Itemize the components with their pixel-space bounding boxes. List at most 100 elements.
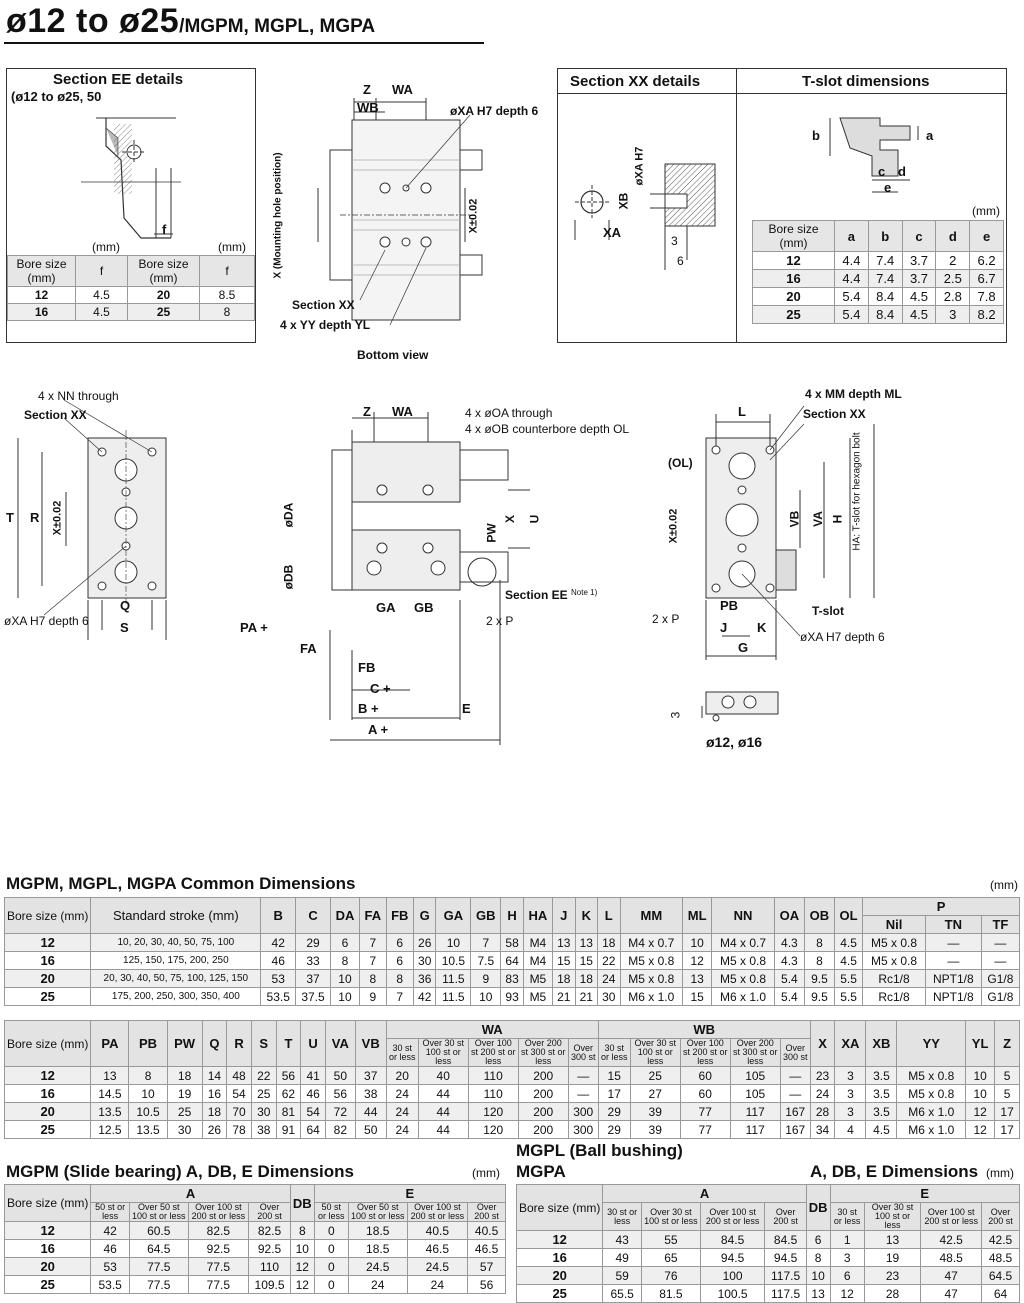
lv-r: R	[30, 510, 40, 525]
mv-wa: WA	[392, 404, 413, 419]
table-cell: 36	[412, 969, 437, 988]
table-cell: 18.5	[347, 1239, 408, 1258]
table-cell: 24	[385, 1120, 419, 1139]
c1-th: FA	[359, 897, 387, 934]
c1-th: L	[597, 897, 621, 934]
tslot-cell: 5.4	[834, 305, 869, 324]
table-cell: 64	[500, 951, 524, 970]
tslot-th-e: e	[969, 220, 1004, 252]
c1-th: K	[574, 897, 599, 934]
c2-th: YY	[896, 1020, 967, 1067]
table-cell: M5 x 0.8	[896, 1084, 967, 1103]
mgpm-sub: Over 50 st 100 st or less	[128, 1202, 189, 1222]
c1-th: ML	[682, 897, 713, 934]
table-cell: 8	[359, 969, 387, 988]
lv-q: Q	[120, 598, 131, 613]
table-cell: 65.5	[602, 1284, 642, 1303]
table-cell: 13	[682, 969, 713, 988]
table-cell: 10	[965, 1084, 996, 1103]
rv-h: H	[830, 514, 845, 524]
tslot-cell: 16	[752, 269, 835, 288]
table-cell: 25	[3, 1275, 92, 1294]
table-cell: 64.5	[981, 1266, 1020, 1285]
table-cell: 12	[965, 1120, 996, 1139]
table-cell: 24	[406, 1275, 469, 1294]
table-cell: 24	[385, 1102, 419, 1121]
tslot-th-bore: Bore size (mm)	[752, 220, 835, 252]
wa-sub: Over 100 st 200 st or less	[467, 1038, 519, 1067]
mgpm-sub: 50 st or less	[313, 1202, 349, 1222]
c1-th: GB	[470, 897, 502, 934]
table-cell: M6 x 1.0	[896, 1120, 967, 1139]
tslot-th-d: d	[935, 220, 971, 252]
table-cell: 10.5	[435, 951, 472, 970]
table-cell: 47	[920, 1266, 983, 1285]
wa-sub: 30 st or less	[385, 1038, 419, 1067]
table-cell: M5 x 0.8	[619, 969, 684, 988]
table-cell: 20	[3, 969, 92, 988]
table-cell: 53.5	[260, 987, 297, 1006]
mv-oa: 4 x øOA through	[465, 406, 553, 420]
tslot-th-c: c	[901, 220, 937, 252]
c1-th: P	[862, 897, 1020, 916]
table-cell: 77	[679, 1102, 731, 1121]
table-cell: 16	[201, 1084, 228, 1103]
tslot-cell: 4.4	[834, 251, 869, 270]
ee-th-bore1: Bore size (mm)	[7, 255, 76, 287]
table-cell: 82.5	[187, 1221, 250, 1240]
tslot-cell: 4.4	[834, 269, 869, 288]
table-cell: 54	[226, 1084, 252, 1103]
lv-sxx: Section XX	[24, 408, 87, 422]
small-view-drawing	[701, 691, 779, 722]
xx-xa2: XA	[603, 225, 622, 240]
tslot-cell: 2.5	[935, 269, 971, 288]
table-cell: 94.5	[699, 1248, 766, 1267]
table-cell: 42	[260, 933, 297, 952]
c2-th: Bore size (mm)	[3, 1020, 92, 1067]
wb-sub: 30 st or less	[597, 1038, 631, 1067]
tslot-row: 12 4.4 7.4 3.7 2 6.2	[752, 251, 1004, 270]
c2-th: Q	[201, 1020, 228, 1067]
table-cell: 10	[965, 1066, 996, 1085]
table-cell: 4.3	[773, 951, 805, 970]
section-ee-box: Section EE details (ø12 to ø25, 50	[6, 68, 256, 343]
table-cell: 59	[602, 1266, 642, 1285]
table-cell: 25	[629, 1066, 681, 1085]
table-cell: 25	[3, 987, 92, 1006]
ee-table: Bore size (mm) f Bore size (mm) f 12 4.5…	[7, 255, 255, 321]
table-cell: 64.5	[128, 1239, 189, 1258]
table-cell: 0	[313, 1275, 349, 1294]
table-cell: 56	[275, 1066, 302, 1085]
table-cell: 25	[166, 1102, 203, 1121]
table-cell: 83	[500, 969, 524, 988]
c2-th: PA	[90, 1020, 130, 1067]
table-cell: 53	[260, 969, 297, 988]
wb-sub: Over 200 st 300 st or less	[729, 1038, 781, 1067]
table-cell: 8	[289, 1221, 315, 1240]
table-cell: 16	[515, 1248, 604, 1267]
table-cell: 42	[412, 987, 437, 1006]
table-cell: 15	[574, 951, 599, 970]
table-cell: 82	[324, 1120, 356, 1139]
mv-ee: Section EE Note 1)	[505, 588, 597, 602]
tslot-cell: 7.4	[867, 251, 903, 270]
mv-pa: PA +	[240, 620, 268, 635]
table-cell: 17	[994, 1102, 1020, 1121]
c2-th: X	[809, 1020, 836, 1067]
table-cell: 18.5	[347, 1221, 408, 1240]
table-cell: 64	[300, 1120, 326, 1139]
table-cell: 25	[250, 1084, 277, 1103]
table-cell: M5 x 0.8	[862, 933, 926, 952]
table-cell: 10	[329, 969, 361, 988]
common-table-2: Bore size (mm) PA PB PW Q R S T U VA VB …	[3, 1020, 1020, 1139]
mgpl-sub: 30 st or less	[602, 1202, 642, 1231]
tslot-unit: (mm)	[972, 204, 1000, 218]
table-cell: —	[924, 951, 982, 970]
table-cell: 40	[417, 1066, 469, 1085]
mv-z: Z	[363, 404, 371, 419]
lv-s: S	[120, 620, 129, 635]
